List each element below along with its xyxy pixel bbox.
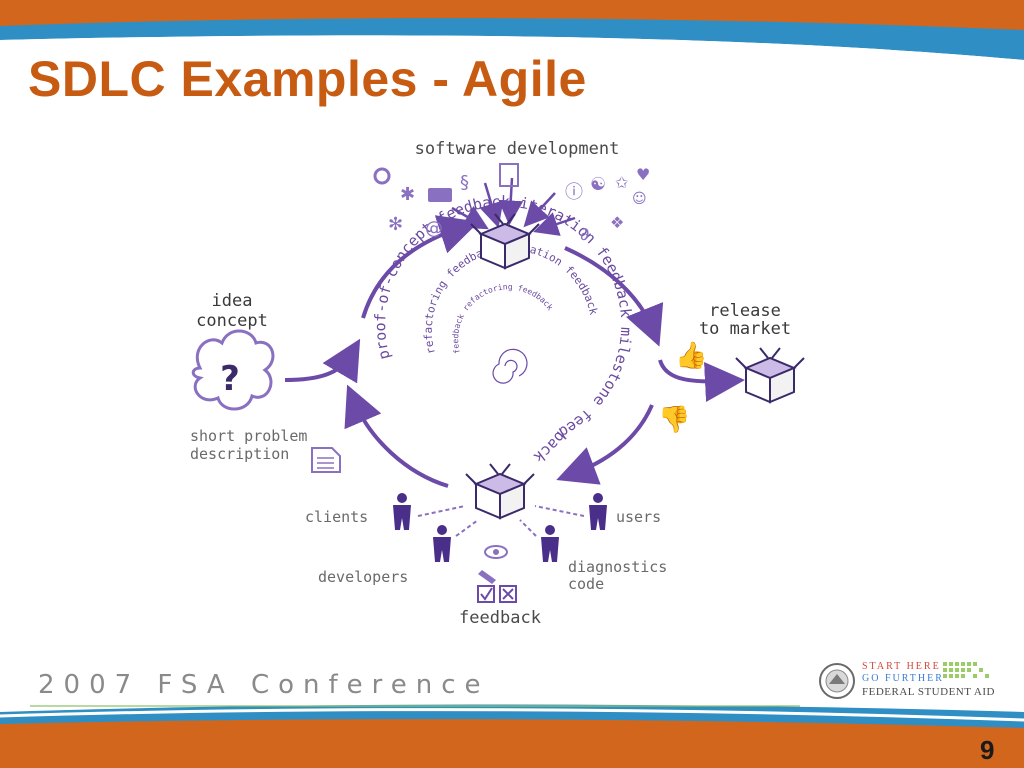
logo-line-start-here: START HERE <box>862 661 941 672</box>
diagnostics-label: diagnostics <box>568 558 667 576</box>
logo-line-fsa: FEDERAL STUDENT AID <box>862 686 995 698</box>
arrow-development-to-release <box>564 246 664 347</box>
arrow-to-release <box>658 359 745 402</box>
users-label: users <box>616 508 661 526</box>
seal-icon <box>819 663 855 699</box>
spiral-center <box>492 348 528 384</box>
link-dash <box>455 519 479 537</box>
input-arrow <box>451 205 489 230</box>
svg-text:✩: ✩ <box>615 173 629 192</box>
question-cloud-icon: ? <box>191 329 275 411</box>
clients-label: clients <box>305 508 368 526</box>
slide-title: SDLC Examples - Agile <box>28 51 587 107</box>
description-label: description <box>190 445 289 463</box>
svg-text:☺: ☺ <box>632 191 647 207</box>
short-problem-label: short problem <box>190 427 307 445</box>
open-box-icon <box>470 213 540 270</box>
link-dash <box>417 505 466 517</box>
logo-line-go-further: GO FURTHER <box>862 673 944 684</box>
svg-text:§: § <box>460 172 469 193</box>
link-dash <box>534 505 585 517</box>
svg-text:♥: ♥ <box>636 165 650 184</box>
input-arrow <box>479 182 504 228</box>
person-icon <box>541 525 559 562</box>
spiral-inner-text: feedback refactoring feedback <box>451 282 555 354</box>
svg-text:✱: ✱ <box>400 184 415 205</box>
person-icon <box>589 493 607 530</box>
person-icon <box>393 493 411 530</box>
svg-text:ⓘ: ⓘ <box>565 182 583 203</box>
to-market-label: to market <box>699 319 791 339</box>
svg-text:?: ? <box>220 359 240 399</box>
idea-label: idea <box>212 291 253 311</box>
fsa-logo: START HERE GO FURTHER FEDERAL STUDENT AI… <box>818 660 1018 706</box>
open-box-icon <box>735 347 805 404</box>
arrow-feedback-to-concept <box>344 384 449 488</box>
conference-name: 2007 FSA Conference <box>38 670 490 700</box>
inspiration-icons: ✱ ✻ § ⓘ ☯ ✩ ♥ ☺ ❖ @ ∂ <box>373 163 650 245</box>
svg-text:☯: ☯ <box>590 174 606 195</box>
input-arrow <box>498 177 524 226</box>
person-icon <box>433 525 451 562</box>
software-development-label: software development <box>415 139 620 159</box>
release-label: release <box>709 301 781 321</box>
input-arrow <box>533 212 576 236</box>
checkbox-icon <box>477 585 517 603</box>
link-dash <box>519 519 537 537</box>
svg-text:@: @ <box>425 218 443 239</box>
document-icon <box>311 447 341 473</box>
svg-text:✻: ✻ <box>388 214 403 235</box>
agile-cycle-diagram: software development idea concept releas… <box>190 139 805 628</box>
eye-icon <box>484 545 508 559</box>
dot-grid-icon <box>943 662 989 678</box>
svg-text:❖: ❖ <box>610 213 624 232</box>
arrow-idea-into-cycle <box>284 338 361 384</box>
arrow-concept-to-development <box>361 215 480 319</box>
arrow-release-to-feedback <box>556 404 654 485</box>
thumbs-up-icon: 👍 <box>675 340 707 371</box>
svg-text:∂: ∂ <box>580 224 589 245</box>
pencil-icon <box>478 570 496 584</box>
developers-label: developers <box>318 568 408 586</box>
open-box-icon <box>465 463 535 520</box>
code-label: code <box>568 575 604 593</box>
concept-label: concept <box>196 311 268 331</box>
thumbs-down-icon: 👎 <box>658 405 690 435</box>
feedback-label: feedback <box>459 608 541 628</box>
page-number: 9 <box>980 735 995 765</box>
